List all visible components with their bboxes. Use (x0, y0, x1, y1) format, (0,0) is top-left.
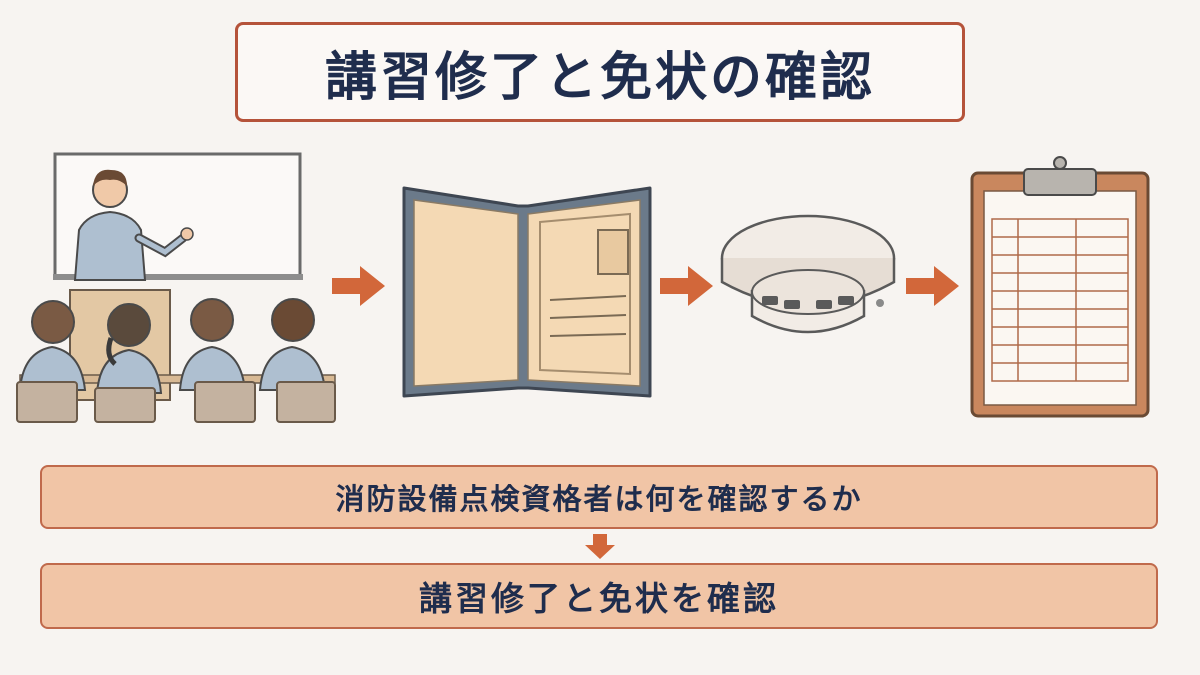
answer-bar: 講習修了と免状を確認 (40, 563, 1158, 629)
question-bar: 消防設備点検資格者は何を確認するか (40, 465, 1158, 529)
license-booklet-icon (402, 186, 652, 398)
arrow-right-icon (332, 266, 385, 306)
arrow-right-icon (660, 266, 713, 306)
answer-text: 講習修了と免状を確認 (419, 579, 779, 618)
clipboard-checklist-icon (970, 156, 1150, 418)
classroom-lecture-icon (16, 152, 336, 423)
smoke-detector-icon (720, 214, 896, 334)
title-box: 講習修了と免状の確認 (235, 22, 965, 122)
arrow-down-icon (585, 534, 615, 559)
question-text: 消防設備点検資格者は何を確認するか (335, 482, 863, 516)
page-title: 講習修了と免状の確認 (324, 47, 875, 108)
arrow-right-icon (906, 266, 959, 306)
